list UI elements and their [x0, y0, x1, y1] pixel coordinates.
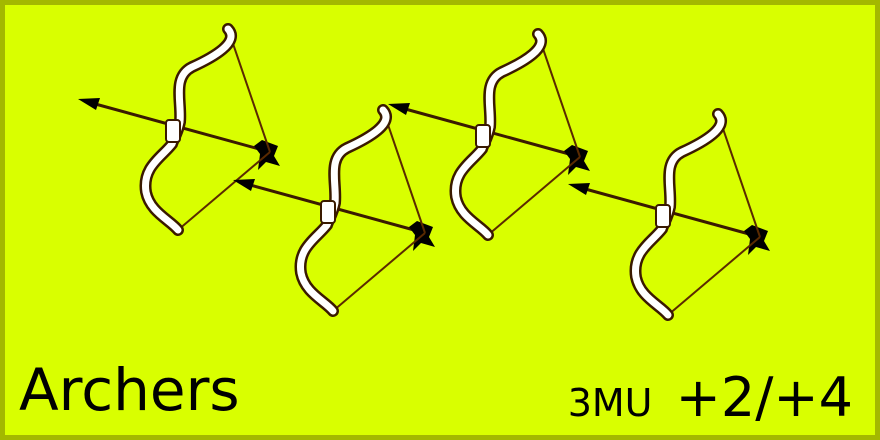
archer-figure-1 — [78, 29, 280, 230]
archer-figure-3 — [388, 34, 590, 235]
movement-value: 3MU — [567, 381, 653, 425]
unit-name: Archers — [19, 356, 240, 424]
archer-figure-2 — [233, 110, 435, 311]
archer-figure-4 — [568, 114, 770, 315]
combat-value: +2/+4 — [675, 366, 853, 429]
unit-stats: 3MU +2/+4 — [568, 371, 853, 425]
